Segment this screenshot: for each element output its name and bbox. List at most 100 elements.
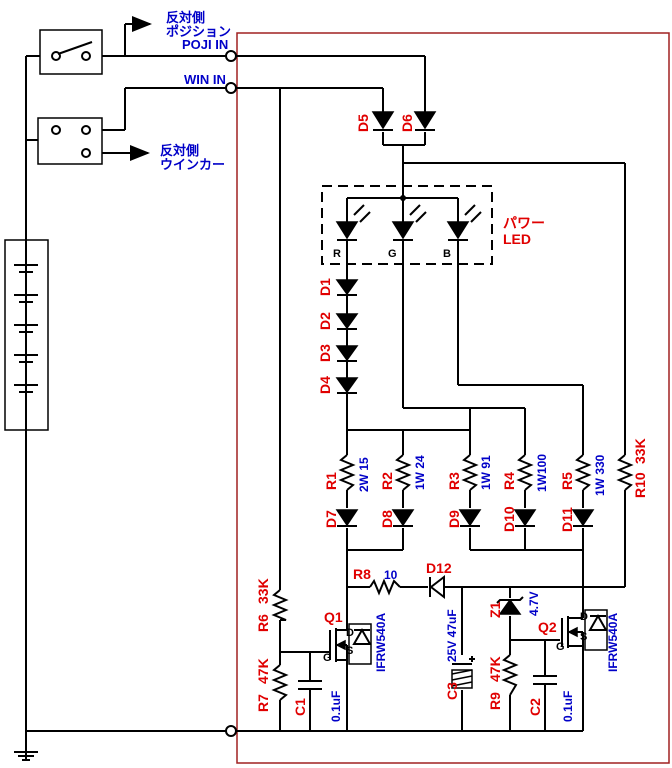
diode-D8 [391,509,415,527]
svg-text:S: S [346,645,353,657]
value-R10: 33K [632,438,648,464]
label-D9: D9 [446,510,462,528]
svg-text:ウインカー: ウインカー [160,157,225,172]
svg-text:反対側: 反対側 [160,143,199,158]
label-power-led: パワー LED [503,215,545,247]
label-C2: C2 [527,698,543,716]
svg-text:D: D [580,611,588,623]
resistor-R2 [394,454,412,491]
label-R6: R6 [255,614,271,632]
diode-D7 [335,509,359,527]
svg-text:パワー: パワー [503,215,545,231]
power-led-box [321,185,493,265]
resistor-R7 [271,664,289,701]
svg-text:G: G [556,641,565,653]
resistor-R1 [338,454,356,491]
label-D7: D7 [323,510,339,528]
value-R9: 47K [487,656,503,682]
label-Q2: Q2 [538,619,557,635]
battery [4,239,49,431]
label-R2: R2 [379,472,395,490]
label-D12: D12 [426,560,452,576]
diode-D3 [335,345,359,362]
diode-D4 [335,377,359,394]
diode-D9 [458,509,482,527]
led-B [446,204,482,241]
label-R7: R7 [255,694,271,712]
label-R5: R5 [559,472,575,490]
label-D5: D5 [355,114,371,132]
label-D8: D8 [379,510,395,528]
value-R3: 1W 91 [479,455,493,490]
value-R2: 1W 24 [413,455,427,490]
diode-D11 [571,509,595,527]
value-C3: 25V 47uF [445,609,459,662]
svg-text:ポジション: ポジション [166,24,231,39]
diode-D1 [335,279,359,296]
switch-position [39,16,228,75]
label-D3: D3 [317,344,333,362]
label-D6: D6 [399,114,415,132]
label-Z1: Z1 [487,601,503,618]
resistor-R5 [574,454,592,491]
part-Q2: IFRW540A [606,613,620,672]
terminal-ground [225,725,237,737]
label-R8: R8 [353,566,371,582]
capacitor-C3 [451,656,475,689]
diode-D6 [413,111,437,131]
label-D1: D1 [317,278,333,296]
part-Q1: IFRW540A [374,613,388,672]
svg-text:G: G [323,652,332,664]
label-win-in: WIN IN [184,72,226,87]
resistor-R8 [369,578,401,596]
ground-symbol [14,751,38,761]
value-C2: 0.1uF [561,691,575,722]
value-R7: 47K [255,658,271,684]
svg-text:POJI IN: POJI IN [182,37,228,52]
svg-text:LED: LED [503,231,531,247]
label-C3: C3 [444,682,460,700]
resistor-R3 [461,454,479,491]
label-Q1: Q1 [324,609,343,625]
terminal-win-in [225,82,237,94]
label-R3: R3 [446,472,462,490]
svg-text:反対側: 反対側 [166,10,205,25]
mosfet-Q2: D S G [556,609,608,653]
led-G [391,204,427,241]
label-R9: R9 [487,692,503,710]
label-R10: R10 [632,472,648,498]
value-R8: 10 [384,568,398,582]
svg-text:S: S [580,631,587,643]
board-outline [236,32,670,764]
label-C1: C1 [292,698,308,716]
led-label-g: G [388,248,397,260]
label-D10: D10 [501,506,517,532]
value-C1: 0.1uF [329,691,343,722]
capacitor-C2 [533,675,557,685]
resistor-R10 [616,454,634,491]
resistor-R9 [501,654,519,696]
label-R1: R1 [323,472,339,490]
capacitor-C1 [298,680,322,690]
diode-D12 [429,574,445,600]
led-R [335,204,371,241]
terminal-poji-in [225,50,237,62]
value-R1: 2W 15 [357,457,371,492]
label-R4: R4 [501,472,517,490]
diode-D5 [371,111,395,131]
switch-winker [37,87,228,165]
led-label-r: R [333,248,341,260]
diode-D2 [335,313,359,330]
label-opp-position: 反対側 ポジション POJI IN [166,10,231,52]
zener-Z1 [496,596,524,615]
label-D2: D2 [317,312,333,330]
label-opp-winker: 反対側 ウインカー [160,143,225,172]
value-R4: 1W100 [535,454,549,492]
value-Z1: 4.7V [527,591,541,616]
value-R6: 33K [255,578,271,604]
wires-main [236,55,626,732]
led-label-b: B [443,248,451,260]
resistor-R6 [271,589,289,621]
label-D11: D11 [559,507,575,532]
